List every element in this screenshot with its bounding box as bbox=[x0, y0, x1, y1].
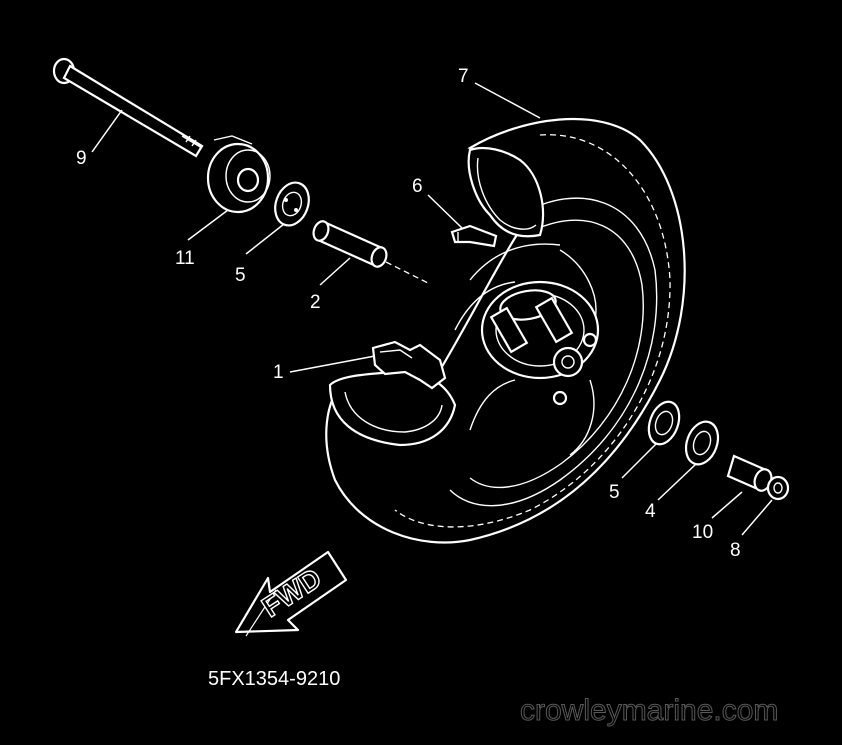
leader-line-7 bbox=[474, 82, 541, 119]
leader-line-6 bbox=[427, 194, 463, 229]
callout-7: 7 bbox=[458, 66, 469, 87]
speedometer-gear-unit[interactable] bbox=[371, 340, 447, 390]
bearing-left[interactable] bbox=[269, 178, 314, 230]
callout-5-left: 5 bbox=[235, 265, 246, 286]
leader-line-10 bbox=[711, 491, 743, 519]
leader-line-11 bbox=[187, 209, 229, 241]
leader-line-1 bbox=[289, 355, 376, 373]
leader-line-9 bbox=[91, 109, 123, 153]
leader-line-8 bbox=[741, 499, 773, 536]
watermark: crowleymarine.com bbox=[520, 694, 778, 727]
forward-arrow-icon: FWD bbox=[234, 550, 348, 637]
callout-5-right: 5 bbox=[609, 482, 620, 503]
callout-11: 11 bbox=[175, 248, 195, 269]
callout-2: 2 bbox=[310, 292, 321, 313]
callout-4: 4 bbox=[645, 501, 656, 522]
oil-seal[interactable] bbox=[680, 417, 723, 469]
part-code: 5FX1354-9210 bbox=[208, 668, 340, 690]
leader-line-5-right bbox=[621, 443, 657, 479]
wheel-axle[interactable] bbox=[52, 57, 204, 158]
spacer[interactable] bbox=[311, 219, 389, 269]
leader-line-5-left bbox=[245, 223, 285, 255]
callout-10: 10 bbox=[692, 522, 713, 543]
callout-9: 9 bbox=[76, 148, 87, 169]
drive-hub[interactable] bbox=[206, 135, 271, 214]
bearing-right[interactable] bbox=[643, 398, 684, 449]
valve[interactable] bbox=[450, 224, 498, 248]
leader-line-2 bbox=[319, 257, 351, 286]
leader-line-4 bbox=[657, 463, 697, 501]
callout-8: 8 bbox=[730, 540, 741, 561]
wheel-hub[interactable] bbox=[454, 243, 600, 456]
collar[interactable] bbox=[766, 475, 790, 501]
callout-1: 1 bbox=[273, 362, 284, 383]
callout-6: 6 bbox=[412, 176, 423, 197]
